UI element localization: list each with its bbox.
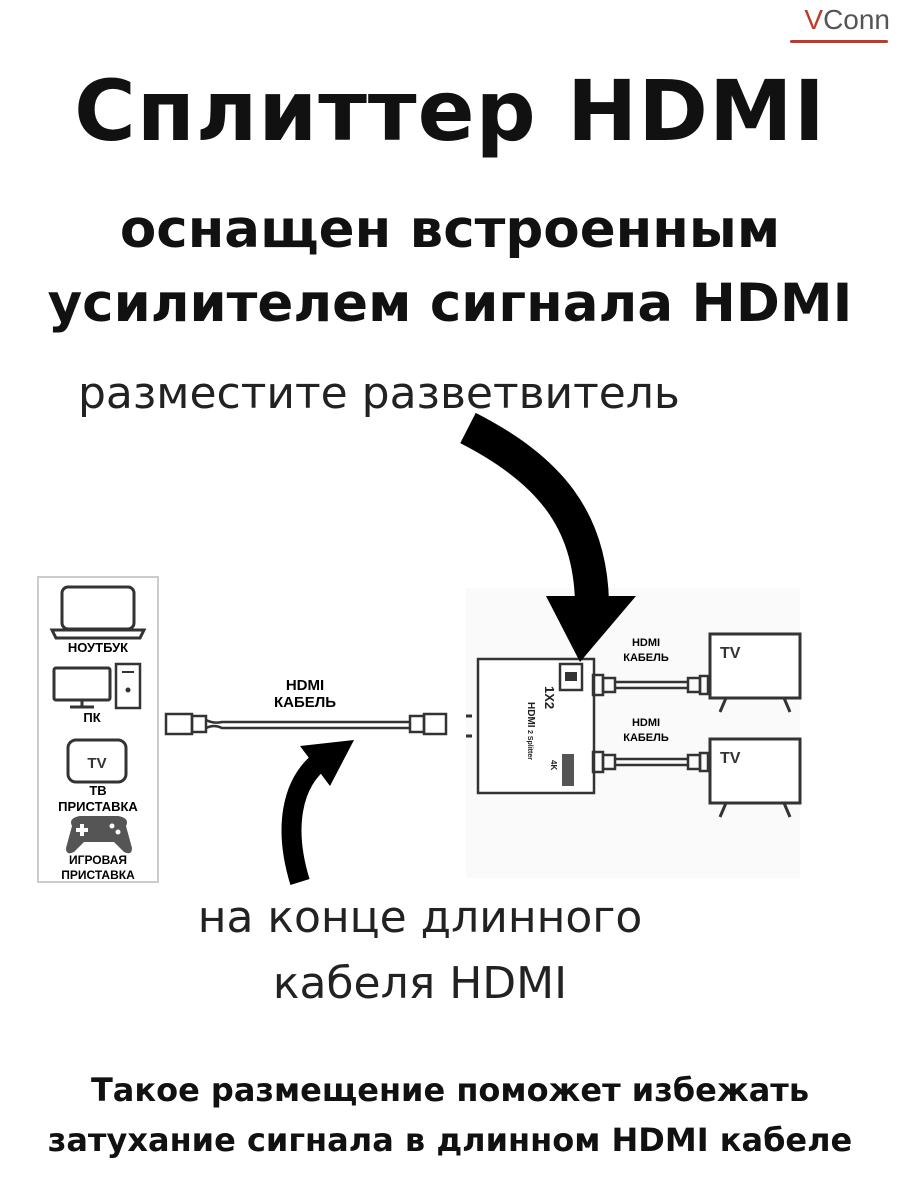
subtitle-line-2: усилителем сигнала HDMI — [47, 273, 853, 334]
splitter-model: 1X2 — [542, 686, 557, 709]
brand-letter: V — [804, 4, 824, 35]
device-label-pc: ПК — [83, 710, 100, 725]
splitter-device: 1X2 HDMI 2 Splitter 4K — [466, 657, 596, 795]
tv-icon-1 — [708, 632, 802, 713]
output-hdmi-cable-1 — [591, 673, 710, 697]
splitter-ports: 4K — [549, 760, 558, 770]
arrow-to-cable-end-icon — [281, 740, 354, 885]
desktop-pc-icon — [52, 662, 142, 710]
tv-1-label: TV — [720, 645, 741, 662]
subtitle-line-1: оснащен встроенным — [119, 199, 781, 260]
device-label-console-2: ПРИСТАВКА — [61, 868, 135, 882]
device-label-console-1: ИГРОВАЯ — [69, 853, 127, 867]
main-cable-label-2: КАБЕЛЬ — [274, 694, 336, 711]
place-splitter-label: разместите разветвитель — [78, 368, 680, 419]
arrow-to-splitter-icon — [460, 412, 636, 662]
bottom-note-line-2: затухание сигнала в длинном HDMI кабеле — [47, 1121, 853, 1159]
device-label-laptop: НОУТБУК — [68, 640, 128, 655]
gamepad-icon — [66, 816, 132, 854]
tv-box-icon: TV — [66, 738, 128, 784]
brand-name: Conn — [823, 4, 890, 35]
out-cable-1-label-2: КАБЕЛЬ — [623, 652, 669, 664]
main-cable-label-1: HDMI — [286, 677, 324, 694]
brand-logo: VConn — [804, 4, 890, 36]
tv-box-icon-text: TV — [87, 755, 106, 772]
bottom-note-line-1: Такое размещение поможет избежать — [90, 1071, 810, 1109]
out-cable-2-label-2: КАБЕЛЬ — [623, 732, 669, 744]
splitter-brand: HDMI — [525, 702, 536, 728]
out-cable-2-label-1: HDMI — [632, 717, 660, 729]
cable-end-line-2: кабеля HDMI — [272, 958, 568, 1009]
splitter-subtitle: 2 Splitter — [526, 730, 533, 760]
device-label-tvbox-1: ТВ — [89, 783, 106, 798]
brand-underline — [790, 40, 888, 43]
subtitle: оснащен встроенным усилителем сигнала HD… — [0, 193, 900, 341]
tv-icon-2 — [708, 737, 802, 818]
cable-end-label: на конце длинного кабеля HDMI — [0, 885, 840, 1017]
tv-2-label: TV — [720, 750, 741, 767]
main-hdmi-cable — [164, 712, 448, 736]
laptop-icon — [49, 585, 147, 640]
cable-end-line-1: на конце длинного — [197, 892, 643, 943]
device-label-tvbox-2: ПРИСТАВКА — [58, 799, 138, 814]
page-title: Сплиттер HDMI — [74, 62, 826, 160]
out-cable-1-label-1: HDMI — [632, 637, 660, 649]
output-hdmi-cable-2 — [591, 750, 710, 774]
bottom-note: Такое размещение поможет избежать затуха… — [0, 1065, 900, 1165]
